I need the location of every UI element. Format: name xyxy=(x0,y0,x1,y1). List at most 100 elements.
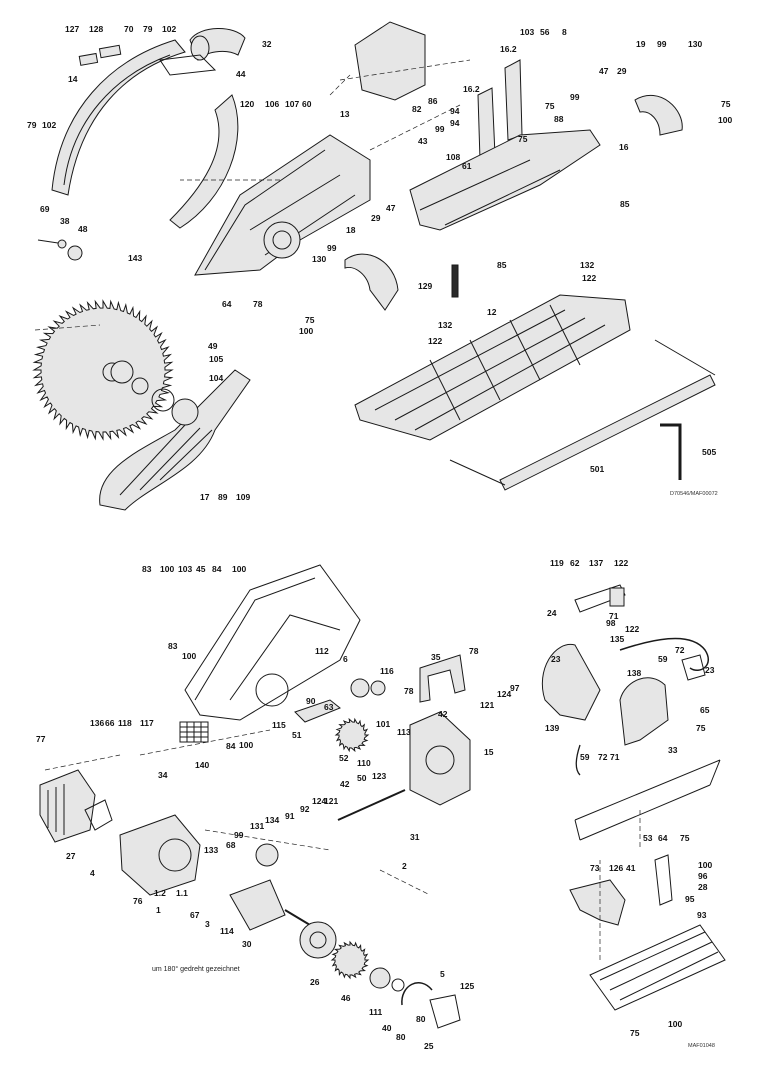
armature xyxy=(229,879,286,931)
part-bottom-label-27: 124 xyxy=(497,689,511,699)
part-bottom-label-14: 116 xyxy=(380,666,394,676)
part-bottom-label-78: 72 xyxy=(675,645,685,655)
part-top-label-61: 129 xyxy=(418,281,432,291)
part-top-label-55: 99 xyxy=(327,243,337,253)
part-bottom-label-54: 42 xyxy=(340,779,350,789)
part-top-label-43: 29 xyxy=(617,66,627,76)
part-bottom-label-33: 117 xyxy=(140,718,154,728)
part-bottom-label-53: 121 xyxy=(324,796,338,806)
label-plate-127 xyxy=(78,52,99,66)
washer-48 xyxy=(67,245,83,261)
fan-131 xyxy=(255,843,279,867)
part-bottom-label-21: 113 xyxy=(397,727,411,737)
part-bottom-label-69: 119 xyxy=(550,558,564,568)
label-plate-128 xyxy=(98,44,122,59)
part-bottom-label-41: 1.1 xyxy=(176,888,188,898)
bar-33 xyxy=(654,854,673,906)
part-bottom-label-2: 103 xyxy=(178,564,192,574)
part-top-label-8: 79 xyxy=(27,120,37,130)
part-bottom-label-9: 100 xyxy=(239,740,253,750)
part-top-label-65: 132 xyxy=(438,320,452,330)
part-top-label-3: 79 xyxy=(143,24,153,34)
part-bottom-label-15: 90 xyxy=(306,696,316,706)
part-bottom-label-65: 5 xyxy=(440,969,445,979)
part-top-label-32: 94 xyxy=(450,106,460,116)
part-top-label-67: 505 xyxy=(702,447,716,457)
flange-49 xyxy=(110,360,134,384)
part-top-label-48: 100 xyxy=(718,115,732,125)
part-top-label-13: 60 xyxy=(302,99,312,109)
part-bottom-label-44: 114 xyxy=(220,926,234,936)
part-bottom-label-100: 93 xyxy=(697,910,707,920)
part-top-label-60: 78 xyxy=(253,299,263,309)
part-bottom-label-24: 78 xyxy=(404,686,414,696)
guard-19 xyxy=(634,94,683,136)
part-top-label-59: 64 xyxy=(222,299,232,309)
part-bottom-label-29: 15 xyxy=(484,747,494,757)
part-top-label-22: 17 xyxy=(200,492,210,502)
part-top-label-54: 18 xyxy=(346,225,356,235)
part-bottom-label-17: 51 xyxy=(292,730,302,740)
part-bottom-label-60: 26 xyxy=(310,977,320,987)
handle-23b xyxy=(619,677,669,746)
part-top-label-17: 48 xyxy=(78,224,88,234)
grip-28 xyxy=(569,879,626,926)
part-bottom-label-81: 23 xyxy=(705,665,715,675)
part-bottom-label-89: 33 xyxy=(668,745,678,755)
rack-129 xyxy=(451,264,459,298)
part-bottom-label-88: 75 xyxy=(696,723,706,733)
part-top-label-66: 122 xyxy=(428,336,442,346)
part-bottom-label-93: 100 xyxy=(698,860,712,870)
part-bottom-label-59: 30 xyxy=(242,939,252,949)
part-bottom-label-50: 91 xyxy=(285,811,295,821)
part-bottom-label-66: 125 xyxy=(460,981,474,991)
part-bottom-label-25: 42 xyxy=(438,709,448,719)
part-top-label-0: 127 xyxy=(65,24,79,34)
part-bottom-label-43: 3 xyxy=(205,919,210,929)
base-bottom xyxy=(589,924,726,1011)
part-top-label-47: 75 xyxy=(721,99,731,109)
part-top-label-20: 105 xyxy=(209,354,223,364)
part-bottom-label-92: 75 xyxy=(680,833,690,843)
part-bottom-label-35: 77 xyxy=(36,734,46,744)
part-top-label-46: 130 xyxy=(688,39,702,49)
part-top-label-11: 106 xyxy=(265,99,279,109)
part-top-label-64: 12 xyxy=(487,307,497,317)
part-top-label-38: 75 xyxy=(518,134,528,144)
part-bottom-label-80: 138 xyxy=(627,668,641,678)
part-bottom-label-55: 50 xyxy=(357,773,367,783)
motor-cover-top xyxy=(354,21,426,101)
part-bottom-label-75: 71 xyxy=(609,611,619,621)
part-bottom-label-85: 59 xyxy=(580,752,590,762)
part-bottom-label-26: 121 xyxy=(480,700,494,710)
part-bottom-label-57: 31 xyxy=(410,832,420,842)
drawing-ref-top: D70546/MAF00072 xyxy=(670,491,718,497)
part-bottom-label-40: 1.2 xyxy=(154,888,166,898)
part-top-label-36: 99 xyxy=(435,124,445,134)
lower-guard xyxy=(99,369,251,511)
part-bottom-label-64: 80 xyxy=(396,1032,406,1042)
part-bottom-label-101: 100 xyxy=(668,1019,682,1029)
end-cap xyxy=(39,769,96,843)
part-bottom-label-4: 84 xyxy=(212,564,222,574)
part-bottom-label-38: 76 xyxy=(133,896,143,906)
part-bottom-label-82: 23 xyxy=(551,654,561,664)
part-bottom-label-83: 65 xyxy=(700,705,710,715)
part-bottom-label-42: 67 xyxy=(190,910,200,920)
part-bottom-label-46: 68 xyxy=(226,840,236,850)
guard-18 xyxy=(344,253,399,311)
part-bottom-label-91: 64 xyxy=(658,833,668,843)
part-bottom-label-76: 122 xyxy=(625,624,639,634)
part-bottom-label-73: 24 xyxy=(547,608,557,618)
part-bottom-label-12: 112 xyxy=(315,646,329,656)
part-top-label-52: 29 xyxy=(371,213,381,223)
part-bottom-label-70: 62 xyxy=(570,558,580,568)
part-top-label-21: 104 xyxy=(209,373,223,383)
drawing-ref-bottom: MAF01048 xyxy=(688,1043,715,1049)
ring-104 xyxy=(151,388,175,412)
arm-housing-bottom xyxy=(184,564,361,721)
motor-housing xyxy=(119,814,201,896)
part-bottom-label-45: 133 xyxy=(204,845,218,855)
